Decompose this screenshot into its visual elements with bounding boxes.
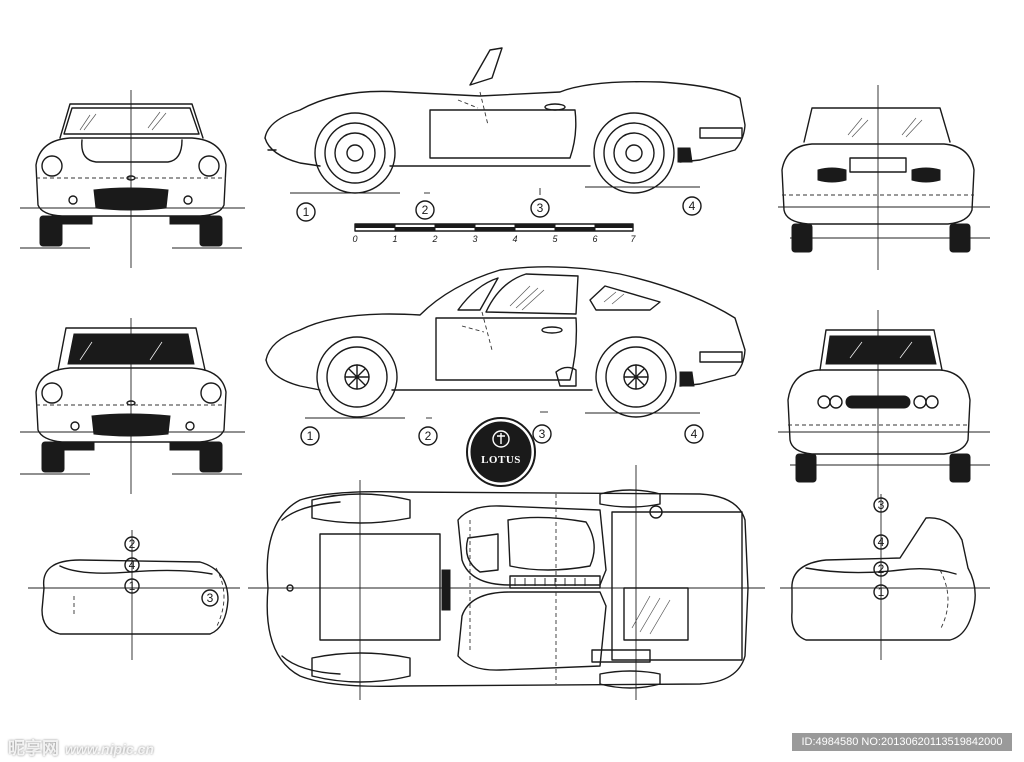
front-section-label-2: 2 [129,537,136,551]
watermark-brand: 昵享网 [8,739,59,758]
coupe-label-2: 2 [425,429,432,443]
roadster-side-view [264,47,746,195]
roadster-label-3: 3 [537,201,544,215]
coupe-reference-labels: 1 2 3 4 [300,424,704,446]
roadster-reference-labels: 1 2 3 4 [296,196,702,222]
watermark-id: ID:4984580 NO:20130620113519842000 [792,733,1012,751]
scale-bar: 0 1 2 3 4 5 6 7 [352,223,636,244]
scale-tick-7: 7 [630,234,636,244]
watermark-left: 昵享网 www.nipic.cn [8,734,154,759]
rear-section-view: 3 4 2 1 [780,494,990,660]
watermark-site: www.nipic.cn [65,741,154,757]
lotus-logo-text: LOTUS [481,454,521,466]
roadster-label-4: 4 [689,199,696,213]
front-section-label-3: 3 [207,591,214,605]
coupe-label-1: 1 [307,429,314,443]
rear-section-label-4: 4 [878,535,885,549]
scale-tick-0: 0 [352,234,357,244]
front-section-label-1: 1 [129,579,136,593]
scale-tick-3: 3 [472,234,477,244]
scale-tick-5: 5 [552,234,558,244]
front-section-view: 2 4 1 3 [28,530,240,660]
scale-tick-1: 1 [392,234,397,244]
scale-tick-6: 6 [592,234,597,244]
roadster-front-view [20,90,245,268]
rear-section-label-2: 2 [878,562,885,576]
front-section-label-4: 4 [129,558,136,572]
coupe-side-view [265,266,746,419]
coupe-front-view [20,318,245,494]
lotus-logo: LOTUS [466,417,536,487]
rear-section-label-3: 3 [878,498,885,512]
roadster-label-1: 1 [303,205,310,219]
scale-tick-2: 2 [431,234,437,244]
coupe-label-3: 3 [539,427,546,441]
coupe-label-4: 4 [691,427,698,441]
scale-tick-4: 4 [512,234,517,244]
rear-section-label-1: 1 [878,585,885,599]
roadster-label-2: 2 [422,203,429,217]
plan-view [248,465,765,700]
roadster-rear-view [778,85,990,270]
coupe-rear-view [778,310,990,498]
